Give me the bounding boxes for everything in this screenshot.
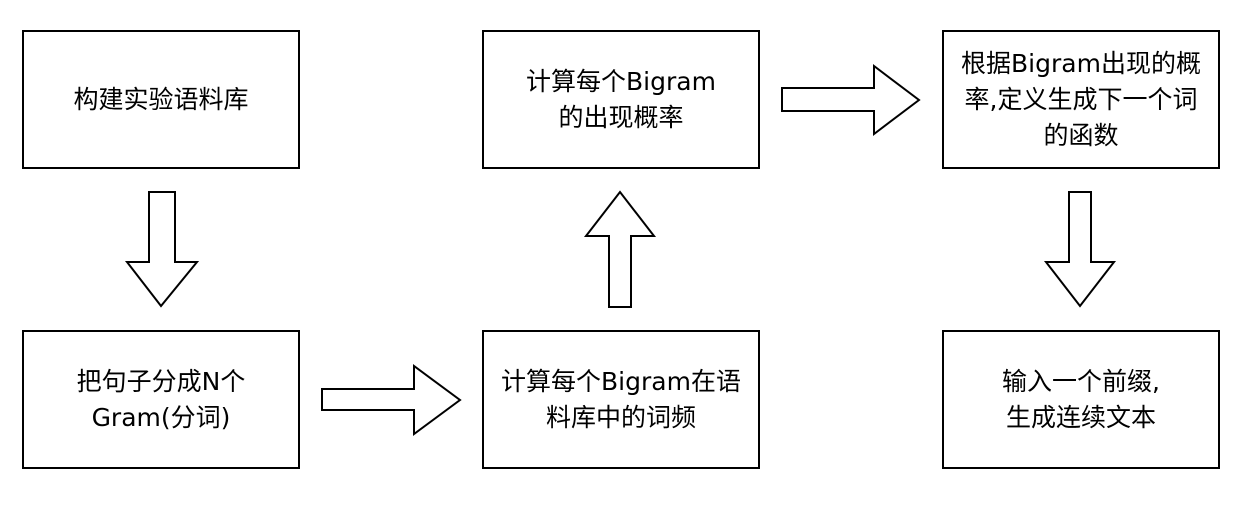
node-calc-prob-label: 计算每个Bigram 的出现概率 xyxy=(526,66,716,132)
node-define-fn: 根据Bigram出现的概 率,定义生成下一个词 的函数 xyxy=(942,30,1220,169)
arrow-down-corpus-to-split xyxy=(124,191,200,308)
node-count-freq: 计算每个Bigram在语 料库中的词频 xyxy=(482,330,760,469)
node-count-freq-label: 计算每个Bigram在语 料库中的词频 xyxy=(501,366,741,432)
node-split-grams-label: 把句子分成N个 Gram(分词) xyxy=(76,366,246,432)
arrow-right-prob-to-define xyxy=(781,63,921,137)
arrow-right-split-to-count xyxy=(321,364,462,436)
node-split-grams: 把句子分成N个 Gram(分词) xyxy=(22,330,300,469)
arrow-down-define-to-generate xyxy=(1043,191,1117,308)
node-generate: 输入一个前缀, 生成连续文本 xyxy=(942,330,1220,469)
node-build-corpus: 构建实验语料库 xyxy=(22,30,300,169)
node-calc-prob: 计算每个Bigram 的出现概率 xyxy=(482,30,760,169)
node-build-corpus-label: 构建实验语料库 xyxy=(73,84,249,114)
arrow-up-count-to-prob xyxy=(583,190,657,308)
node-define-fn-label: 根据Bigram出现的概 率,定义生成下一个词 的函数 xyxy=(961,48,1201,150)
node-generate-label: 输入一个前缀, 生成连续文本 xyxy=(1002,366,1160,432)
